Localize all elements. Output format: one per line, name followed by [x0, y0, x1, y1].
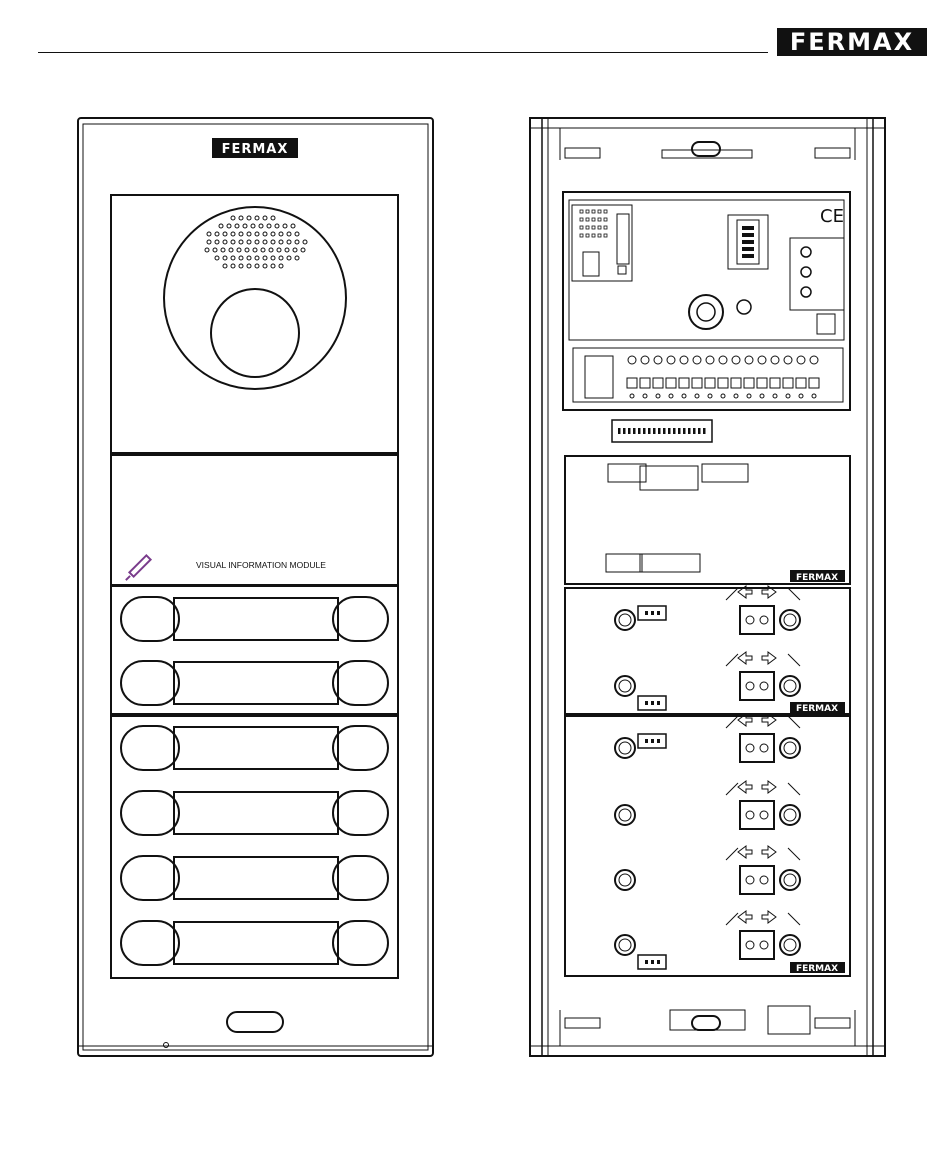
bus-connector: [612, 420, 712, 442]
rear-button-contact: [615, 652, 800, 710]
audio-board: [563, 192, 850, 410]
rear-button-contact: [615, 846, 800, 894]
terminal-block-right: [790, 238, 844, 310]
volume-pot: [689, 295, 723, 329]
rear-bottom-slot: [692, 1016, 720, 1030]
rear-button-module-1: [565, 588, 850, 714]
dip-switch-block: [572, 205, 632, 281]
rear-logo-3-text: FERMAX: [796, 964, 838, 974]
ce-mark: CE: [820, 206, 844, 227]
rear-button-contact: [615, 911, 800, 969]
board-pins: [580, 210, 607, 237]
rear-button-contact: [615, 714, 800, 762]
rear-logo-2-text: FERMAX: [796, 704, 838, 714]
rear-button-contact: [615, 586, 800, 634]
rear-top-slot: [692, 142, 720, 156]
rear-logo-1-text: FERMAX: [796, 573, 838, 583]
rear-button-module-2: [565, 716, 850, 976]
rear-button-contact: [615, 781, 800, 829]
adjust-screw: [737, 300, 751, 314]
